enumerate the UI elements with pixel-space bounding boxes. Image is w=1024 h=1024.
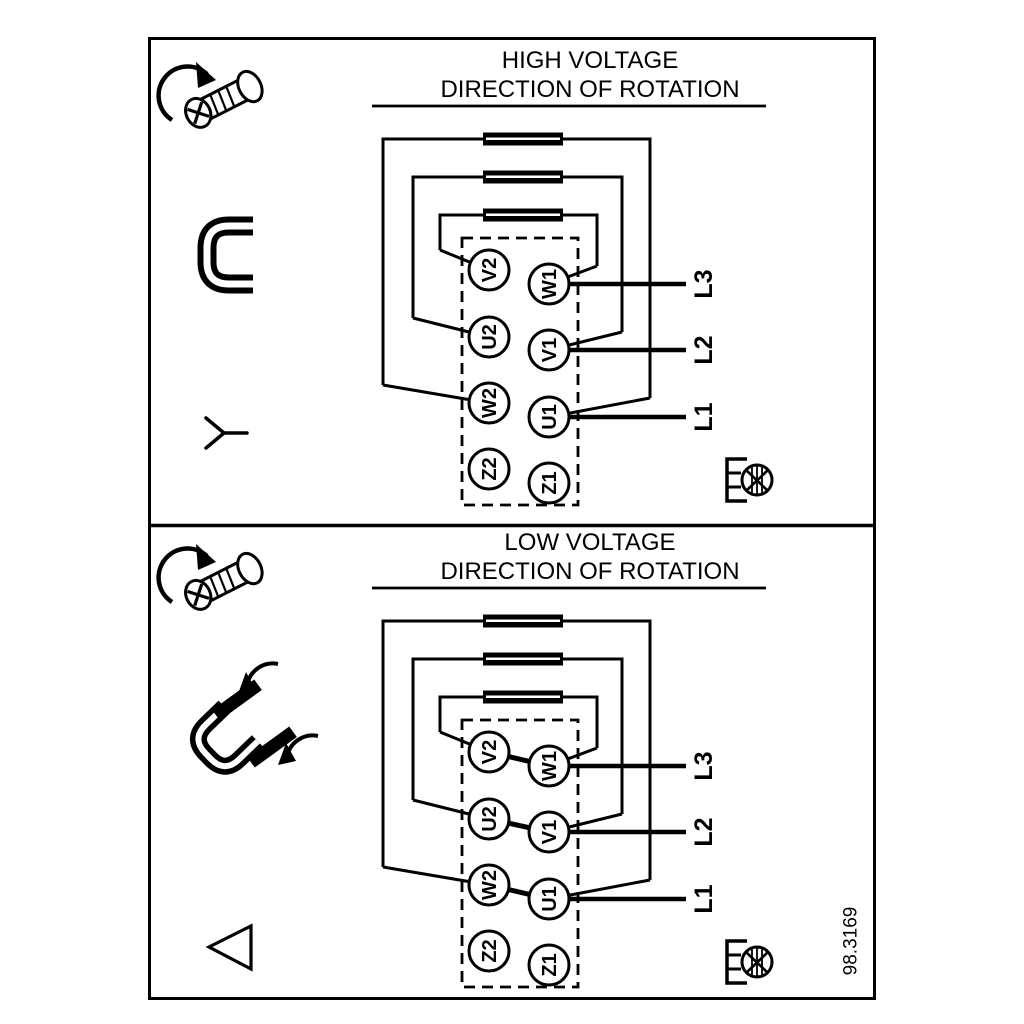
terminal-label-v2: V2 bbox=[479, 258, 501, 282]
terminal-label-w1: W1 bbox=[539, 751, 561, 781]
line-label-l1: L1 bbox=[690, 402, 718, 431]
jumper-bracket-icon bbox=[197, 216, 253, 294]
terminal-label-v2: V2 bbox=[479, 740, 501, 764]
line-label-l2: L2 bbox=[690, 817, 718, 846]
jumper-bracket-rotated bbox=[189, 700, 264, 775]
line-label-l1: L1 bbox=[690, 884, 718, 913]
terminal-label-v1: V1 bbox=[539, 338, 561, 362]
low-voltage-diagram bbox=[159, 544, 772, 987]
line-label-l2: L2 bbox=[690, 335, 718, 364]
terminal-label-w1: W1 bbox=[539, 269, 561, 299]
outer-frame bbox=[148, 37, 876, 1000]
loose-jumper-bar bbox=[212, 679, 262, 721]
terminal-label-w2: W2 bbox=[479, 870, 501, 900]
terminal-label-u1: U1 bbox=[539, 404, 561, 430]
star-symbol bbox=[204, 416, 249, 450]
panel-title-line2: DIRECTION OF ROTATION bbox=[440, 76, 739, 103]
terminal-label-u1: U1 bbox=[539, 886, 561, 912]
terminal-label-z1: Z1 bbox=[539, 471, 561, 494]
line-label-l3: L3 bbox=[690, 269, 718, 298]
part-number: 98.3169 bbox=[841, 907, 862, 976]
terminal-label-v1: V1 bbox=[539, 820, 561, 844]
terminal-label-w2: W2 bbox=[479, 388, 501, 418]
delta-symbol bbox=[205, 923, 253, 972]
loose-jumper-bar bbox=[247, 726, 297, 768]
line-label-l3: L3 bbox=[690, 751, 718, 780]
panel-title-line1: LOW VOLTAGE bbox=[504, 529, 675, 556]
terminal-label-z2: Z2 bbox=[479, 457, 501, 480]
terminal-label-z1: Z1 bbox=[539, 953, 561, 976]
panel-title-line2: DIRECTION OF ROTATION bbox=[440, 558, 739, 585]
move-arrow-head bbox=[278, 743, 296, 765]
panel-title-line1: HIGH VOLTAGE bbox=[502, 47, 678, 74]
delta-jumpers-icon bbox=[189, 661, 319, 775]
terminal-label-u2: U2 bbox=[479, 806, 501, 832]
move-arrow-head bbox=[238, 672, 256, 694]
terminal-label-z2: Z2 bbox=[479, 939, 501, 962]
terminal-label-u2: U2 bbox=[479, 324, 501, 350]
